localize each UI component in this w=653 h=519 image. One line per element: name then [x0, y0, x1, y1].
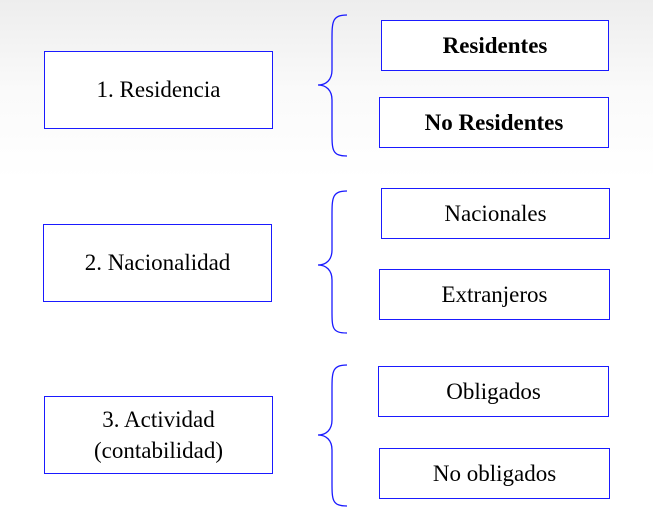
option-label: No Residentes: [424, 109, 564, 135]
category-label-line2: (contabilidad): [93, 438, 223, 463]
option-obligados: Obligados: [378, 366, 609, 417]
category-residencia: 1. Residencia: [44, 51, 273, 129]
category-label: 1. Residencia: [96, 77, 221, 103]
category-actividad: 3. Actividad (contabilidad): [44, 396, 273, 474]
option-nacionales: Nacionales: [381, 188, 610, 239]
brace-residencia: [317, 14, 348, 157]
category-label-line1: 3. Actividad: [102, 406, 215, 432]
option-label: No obligados: [432, 460, 557, 486]
option-no-residentes: No Residentes: [379, 97, 609, 148]
category-nacionalidad: 2. Nacionalidad: [43, 224, 272, 302]
brace-actividad: [317, 364, 348, 507]
option-label: Residentes: [442, 32, 548, 58]
option-extranjeros: Extranjeros: [379, 269, 610, 320]
category-label: 2. Nacionalidad: [84, 250, 231, 276]
option-no-obligados: No obligados: [379, 448, 610, 499]
option-label: Obligados: [446, 378, 541, 404]
option-label: Extranjeros: [441, 281, 548, 307]
option-label: Nacionales: [444, 200, 547, 226]
option-residentes: Residentes: [381, 20, 609, 71]
brace-nacionalidad: [317, 190, 348, 334]
